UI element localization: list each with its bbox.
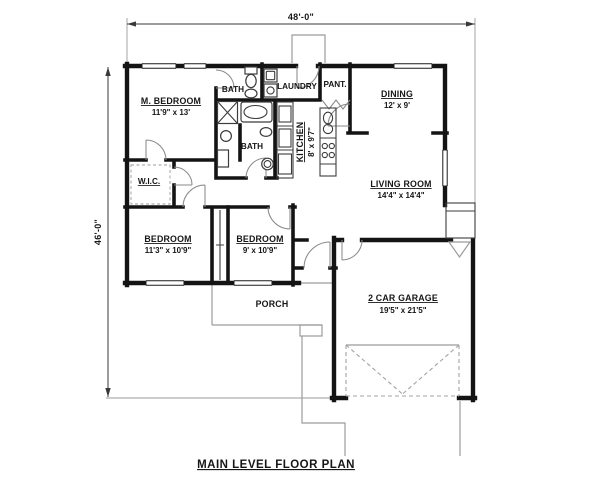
master-bath-door-arc (215, 69, 235, 89)
sink-icon (244, 88, 258, 99)
bath-top-fixtures (244, 66, 258, 99)
vanity-cabinet (216, 149, 230, 168)
refrigerator-icon (277, 153, 293, 175)
sink-icon (220, 130, 233, 143)
doors (145, 65, 363, 269)
walkway (301, 336, 346, 456)
garage-door (345, 344, 460, 397)
window (145, 280, 185, 286)
dishwasher-icon (278, 105, 292, 123)
bath-top-label: BATH (222, 85, 244, 94)
dim-arrow-bottom-icon (105, 388, 111, 397)
overall-height-label: 46'-0" (93, 219, 103, 245)
window (393, 63, 433, 69)
porch-label: PORCH (256, 299, 289, 309)
oven-icon (278, 128, 292, 148)
washer-icon (263, 68, 278, 83)
garage-size: 19'5" x 21'5" (380, 306, 427, 315)
bedroom3-size: 9' x 10'9" (243, 246, 277, 255)
master-bedroom-size: 11'9" x 13' (152, 108, 190, 117)
sink-icon (259, 126, 273, 137)
interior-walls (123, 62, 449, 287)
master-bedroom-door-arc (145, 139, 167, 161)
porch-step (299, 324, 323, 337)
living-room-label: LIVING ROOM (370, 179, 431, 189)
window (141, 63, 177, 69)
wic-label: W.I.C. (138, 177, 160, 186)
kitchen-label: KITCHEN (295, 122, 305, 163)
bedroom3-door-arc (267, 206, 291, 230)
kitchen-counter-left (276, 101, 294, 179)
back-door-arc (296, 65, 320, 89)
dim-arrow-top-icon (105, 67, 111, 76)
bedroom2-label: BEDROOM (144, 234, 191, 244)
living-room-size: 14'4" x 14'4" (378, 191, 425, 200)
range-icon (321, 142, 328, 150)
window (442, 149, 448, 187)
fireplace (445, 202, 476, 239)
toilet-icon (244, 66, 258, 75)
garage-walls (329, 235, 478, 403)
wic-shelving (130, 164, 171, 205)
laundry-fixtures (263, 68, 278, 98)
window (183, 63, 207, 69)
dim-arrow-left-icon (127, 21, 136, 27)
room-labels: M. BEDROOM 11'9" x 13' BATH LAUNDRY PANT… (138, 80, 438, 315)
garage-corner-triangle (447, 241, 472, 259)
front-door-arc (303, 241, 331, 269)
dryer-icon (263, 83, 278, 98)
windows (141, 61, 450, 288)
laundry-label: LAUNDRY (277, 82, 317, 91)
kitchen-counter-right (319, 107, 337, 177)
rear-stoop (291, 34, 326, 63)
bath-hall-label: BATH (241, 142, 263, 151)
dimension-top: 48'-0" (126, 12, 476, 238)
bedroom-closet (216, 205, 230, 285)
bedroom3-label: BEDROOM (236, 234, 283, 244)
wic-door-arc (173, 166, 193, 186)
master-bedroom-label: M. BEDROOM (141, 96, 201, 106)
toilet-icon (261, 157, 274, 171)
window (233, 280, 273, 286)
pantry-label: PANT. (323, 80, 346, 89)
kitchen-sink-icon (322, 111, 334, 125)
garage-label: 2 CAR GARAGE (368, 293, 438, 303)
kitchen-size: 8' x 9'7" (307, 127, 316, 157)
dim-arrow-right-icon (466, 21, 475, 27)
overall-width-label: 48'-0" (288, 12, 314, 22)
porch-outline (211, 282, 332, 337)
dining-size: 12' x 9' (384, 101, 410, 110)
pantry-bifold-door (321, 99, 351, 110)
extension-lines-top (126, 18, 476, 238)
dimension-left: 46'-0" (93, 67, 332, 399)
exterior-walls (122, 61, 448, 288)
plan-title: MAIN LEVEL FLOOR PLAN (197, 459, 355, 471)
kitchen-fixtures (276, 101, 337, 179)
hall-bath-fixtures (216, 100, 274, 171)
bedroom2-door-arc (182, 184, 206, 208)
dining-label: DINING (381, 89, 413, 99)
garage-entry-door-arc (341, 239, 363, 261)
bedroom2-size: 11'3" x 10'9" (145, 246, 192, 255)
